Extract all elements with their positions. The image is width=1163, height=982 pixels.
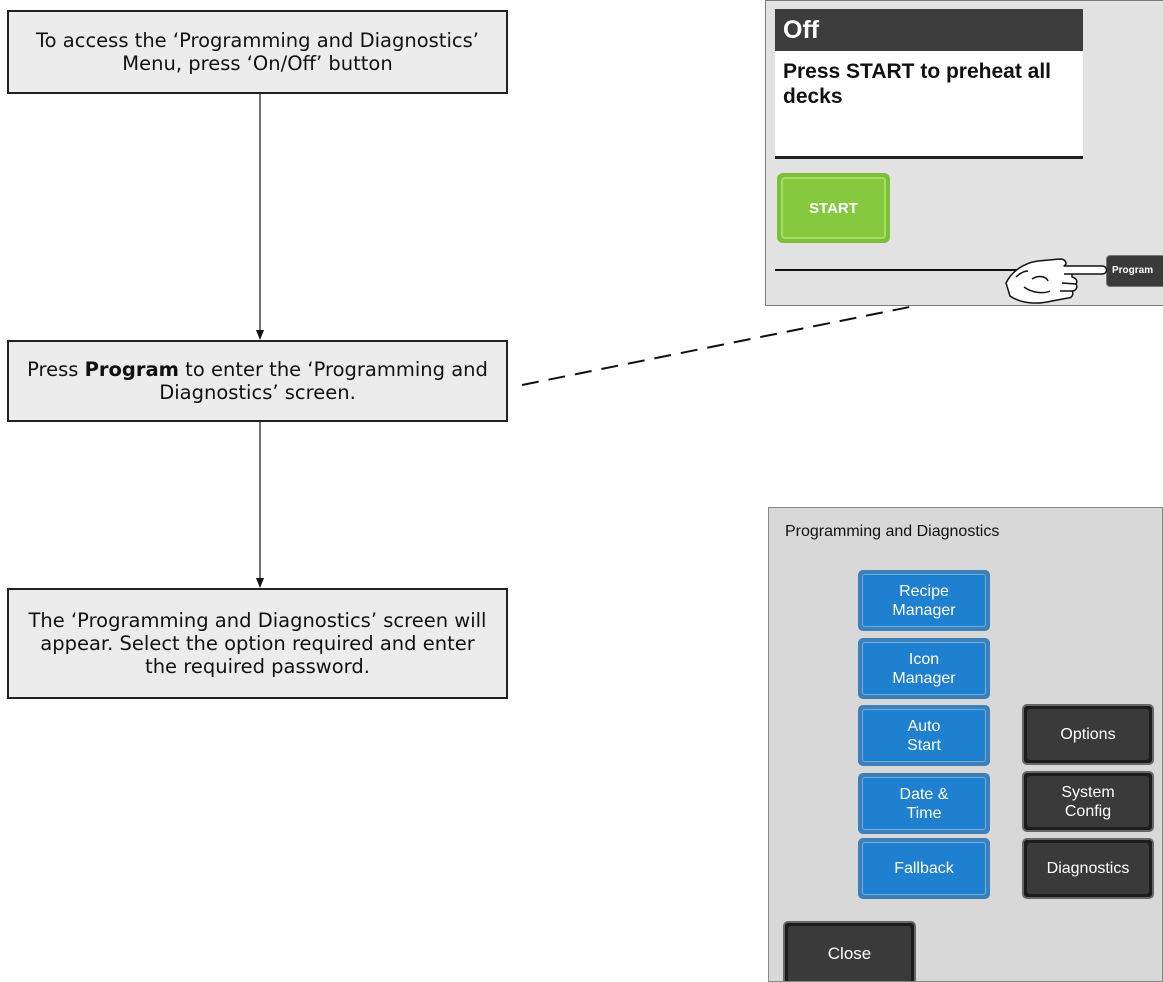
screen-title: Programming and Diagnostics (785, 523, 1000, 540)
system-config-label: System Config (1027, 776, 1149, 827)
date-time-button[interactable]: Date & Time (858, 773, 990, 834)
icon-manager-label: Icon Manager (862, 642, 986, 695)
system-config-button[interactable]: System Config (1022, 771, 1154, 832)
step-2-text-before: Press (27, 358, 85, 381)
close-button[interactable]: Close (783, 921, 916, 981)
auto-start-button[interactable]: Auto Start (858, 705, 990, 766)
start-button[interactable]: START (777, 173, 890, 243)
arrowhead-step3 (256, 578, 264, 588)
fallback-button[interactable]: Fallback (858, 838, 990, 899)
status-message: Press START to preheat all decks (775, 51, 1083, 159)
step-1-box: To access the ‘Programming and Diagnosti… (7, 10, 508, 94)
programming-diagnostics-screen: Programming and Diagnostics Recipe Manag… (768, 507, 1163, 982)
status-header: Off (775, 9, 1083, 51)
icon-manager-button[interactable]: Icon Manager (858, 638, 990, 699)
off-screen: Off Press START to preheat all decks STA… (765, 0, 1163, 306)
options-button[interactable]: Options (1022, 704, 1154, 765)
step-2-text: Press Program to enter the ‘Programming … (23, 358, 492, 404)
divider-line (775, 269, 1075, 271)
options-label: Options (1027, 709, 1149, 760)
close-label: Close (788, 926, 911, 981)
step-2-text-after: to enter the ‘Programming and Diagnostic… (159, 358, 488, 404)
diagnostics-button[interactable]: Diagnostics (1022, 838, 1154, 899)
date-time-label: Date & Time (862, 777, 986, 830)
diagnostics-label: Diagnostics (1027, 843, 1149, 894)
auto-start-label: Auto Start (862, 709, 986, 762)
step-2-text-bold: Program (84, 358, 179, 381)
pointing-hand-icon (1005, 258, 1108, 304)
step-3-box: The ‘Programming and Diagnostics’ screen… (7, 588, 508, 699)
fallback-label: Fallback (862, 842, 986, 895)
step-2-box: Press Program to enter the ‘Programming … (7, 340, 508, 422)
start-button-label: START (781, 177, 886, 239)
step-3-text: The ‘Programming and Diagnostics’ screen… (28, 609, 487, 678)
step-1-text: To access the ‘Programming and Diagnosti… (36, 29, 479, 75)
program-button[interactable]: Program (1106, 255, 1163, 287)
recipe-manager-label: Recipe Manager (862, 574, 986, 627)
arrowhead-step2 (256, 330, 264, 340)
recipe-manager-button[interactable]: Recipe Manager (858, 570, 990, 631)
